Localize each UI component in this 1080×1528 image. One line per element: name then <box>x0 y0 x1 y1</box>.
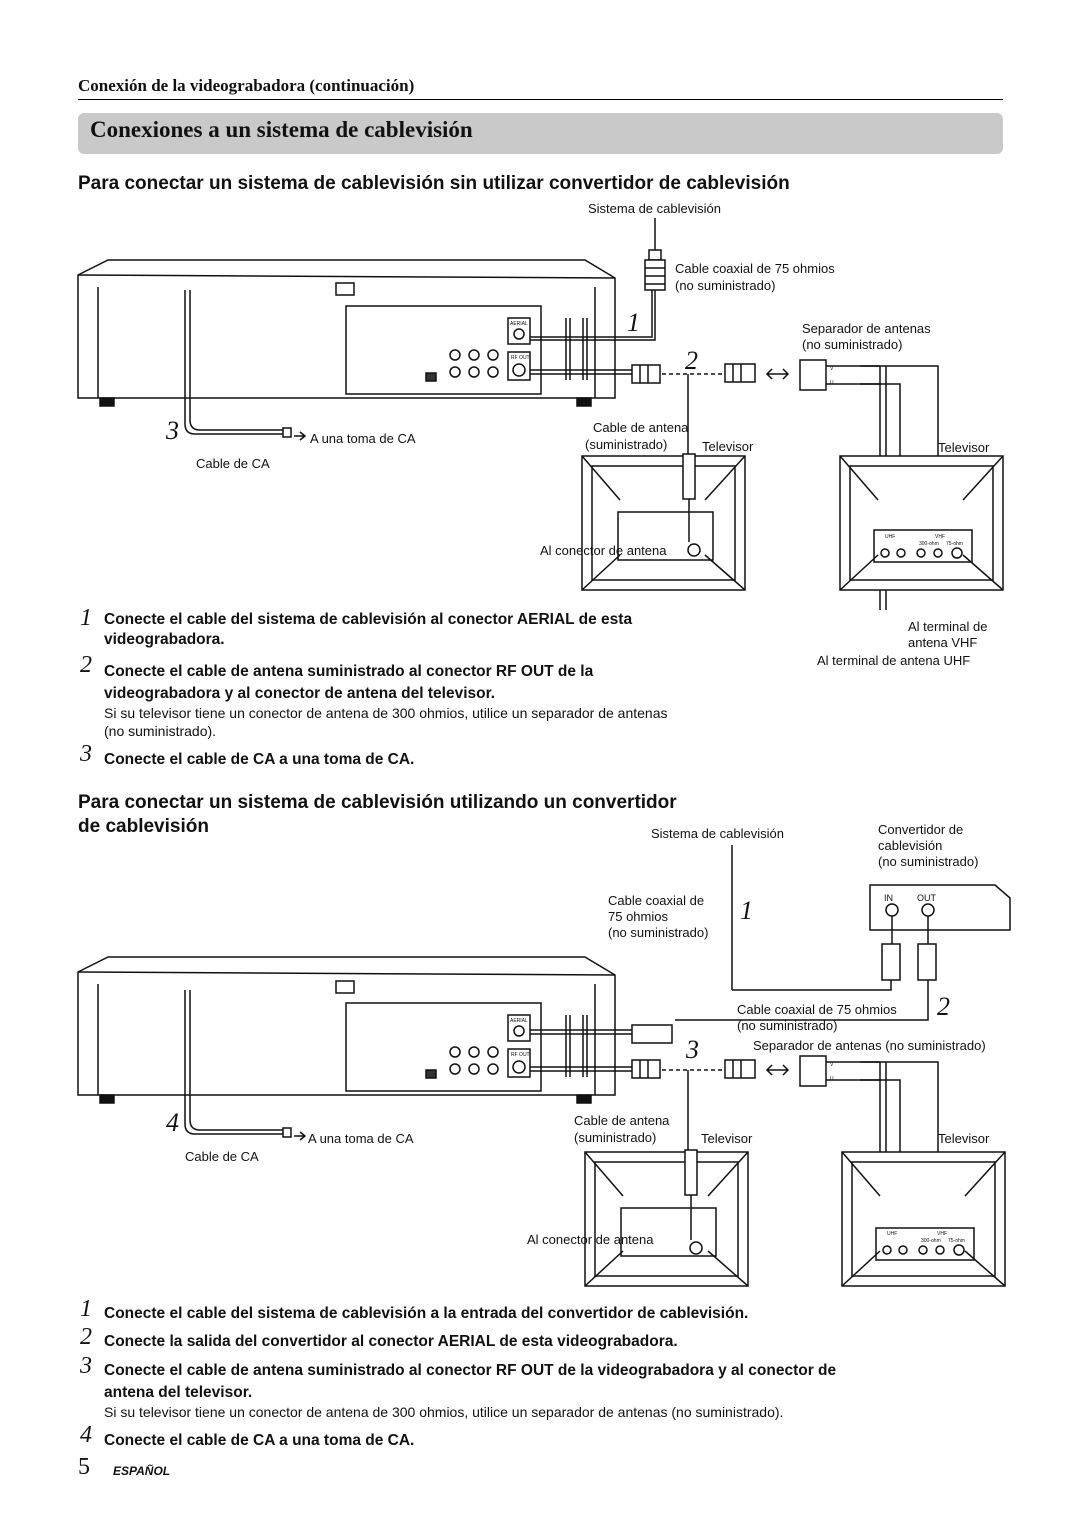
label-vhf-terminal-b: antena VHF <box>908 635 978 650</box>
converter-out-label: OUT <box>917 893 936 903</box>
tv-300ohm-label-2: 300-ohm <box>921 1238 941 1244</box>
panel-rfout-2: RF OUT <box>511 1052 530 1058</box>
step1-number: 1 <box>80 605 92 631</box>
label-coax-2a: Cable coaxial de <box>608 893 705 908</box>
step1-line1: Conecte el cable del sistema de cablevis… <box>104 611 633 628</box>
tv-left-1 <box>581 453 746 591</box>
label-splitter-1b: (no suministrado) <box>802 337 903 352</box>
splitter-u-1: U <box>830 380 834 386</box>
s2-step4-number: 4 <box>80 1422 92 1448</box>
splitter-v-2: V <box>830 1062 834 1068</box>
label-tv-right-1: Televisor <box>938 440 990 455</box>
label-ac-cable-2: Cable de CA <box>185 1149 259 1164</box>
converter-in-label: IN <box>884 893 893 903</box>
label-tv-left-2: Televisor <box>701 1131 753 1146</box>
step2-note2: (no suministrado). <box>104 723 217 739</box>
header-rule <box>78 99 1003 100</box>
tv-vhf-label-1: VHF <box>935 534 945 540</box>
panel-aerial-2: AERIAL <box>510 1018 528 1024</box>
vcr-rear-panel-2 <box>77 956 616 1104</box>
section-title-band <box>78 113 1003 154</box>
label-coax-3b: (no suministrado) <box>737 1018 838 1033</box>
s2-step3-number: 3 <box>80 1353 92 1379</box>
s2-step1-line1: Conecte el cable del sistema de cablevis… <box>104 1305 749 1322</box>
tv-75ohm-label-2: 75-ohm <box>948 1238 965 1244</box>
label-uhf-terminal: Al terminal de antena UHF <box>817 653 971 668</box>
tv-vhf-label-2: VHF <box>937 1231 947 1237</box>
s2-step1-number: 1 <box>80 1296 92 1322</box>
label-cable-system-1: Sistema de cablevisión <box>588 201 721 216</box>
label-converter-a: Convertidor de <box>878 822 964 837</box>
label-splitter-1a: Separador de antenas <box>802 321 931 336</box>
label-to-antenna-2: Al conector de antena <box>527 1232 654 1247</box>
label-splitter-2: Separador de antenas (no suministrado) <box>753 1038 986 1053</box>
label-tv-left-1: Televisor <box>702 439 754 454</box>
vcr-rear-panel-1 <box>77 259 616 407</box>
step1-line2: videograbadora. <box>104 631 225 648</box>
step3-number: 3 <box>80 741 92 767</box>
label-coax-2b: 75 ohmios <box>608 909 668 924</box>
tv-left-2 <box>584 1149 749 1287</box>
section2-heading-line2: de cablevisión <box>78 816 209 837</box>
label-coax-3a: Cable coaxial de 75 ohmios <box>737 1002 897 1017</box>
label-ac-cable-1: Cable de CA <box>196 456 270 471</box>
step2-line1: Conecte el cable de antena suministrado … <box>104 663 594 680</box>
section1-heading: Para conectar un sistema de cablevisión … <box>78 173 790 194</box>
splitter-v-1: V <box>830 366 834 372</box>
s2-step4-line1: Conecte el cable de CA a una toma de CA. <box>104 1432 415 1449</box>
callout-3-diagram2: 3 <box>686 1035 699 1064</box>
running-title: Conexión de la videograbadora (continuac… <box>78 76 415 95</box>
label-cable-system-2: Sistema de cablevisión <box>651 826 784 841</box>
label-antenna-cable-2a: Cable de antena <box>574 1113 670 1128</box>
label-to-antenna-1: Al conector de antena <box>540 543 667 558</box>
label-coax-2c: (no suministrado) <box>608 925 709 940</box>
label-coax-1b: (no suministrado) <box>675 278 776 293</box>
s2-step3-line1: Conecte el cable de antena suministrado … <box>104 1362 837 1379</box>
label-coax-1a: Cable coaxial de 75 ohmios <box>675 261 835 276</box>
label-vhf-terminal-a: Al terminal de <box>908 619 988 634</box>
tv-right-2 <box>841 1151 1006 1287</box>
s2-step3-line2: antena del televisor. <box>104 1384 253 1401</box>
callout-4-diagram2: 4 <box>166 1108 179 1137</box>
label-converter-c: (no suministrado) <box>878 854 979 869</box>
step2-line2: videograbadora y al conector de antena d… <box>104 685 496 702</box>
section2-heading-line1: Para conectar un sistema de cablevisión … <box>78 792 677 813</box>
s2-step2-line1: Conecte la salida del convertidor al con… <box>104 1333 678 1350</box>
label-antenna-cable-2b: (suministrado) <box>574 1130 657 1145</box>
label-tv-right-2: Televisor <box>938 1131 990 1146</box>
callout-2-diagram2: 2 <box>937 992 950 1021</box>
tv-uhf-label-2: UHF <box>887 1231 897 1237</box>
label-ac-outlet-2: A una toma de CA <box>308 1131 414 1146</box>
step2-note1: Si su televisor tiene un conector de ant… <box>104 705 668 721</box>
label-antenna-cable-1b: (suministrado) <box>585 437 668 452</box>
s2-step2-number: 2 <box>80 1324 92 1350</box>
callout-1-diagram1: 1 <box>627 308 640 337</box>
tv-right-1 <box>839 455 1004 591</box>
callout-1-diagram2: 1 <box>740 896 753 925</box>
page-number: 5 <box>78 1454 90 1480</box>
s2-step3-note: Si su televisor tiene un conector de ant… <box>104 1404 784 1420</box>
step2-number: 2 <box>80 652 92 678</box>
section-title: Conexiones a un sistema de cablevisión <box>90 117 473 142</box>
tv-300ohm-label-1: 300-ohm <box>919 541 939 547</box>
label-converter-b: cablevisión <box>878 838 943 853</box>
footer-language: ESPAÑOL <box>113 1464 171 1478</box>
label-antenna-cable-1a: Cable de antena <box>593 420 689 435</box>
panel-rfout-1: RF OUT <box>511 355 530 361</box>
panel-aerial-1: AERIAL <box>510 321 528 327</box>
splitter-u-2: U <box>830 1076 834 1082</box>
label-ac-outlet-1: A una toma de CA <box>310 431 416 446</box>
tv-75ohm-label-1: 75-ohm <box>946 541 963 547</box>
step3-line1: Conecte el cable de CA a una toma de CA. <box>104 751 415 768</box>
callout-3-diagram1: 3 <box>166 416 179 445</box>
tv-uhf-label-1: UHF <box>885 534 895 540</box>
callout-2-diagram1: 2 <box>685 346 698 375</box>
